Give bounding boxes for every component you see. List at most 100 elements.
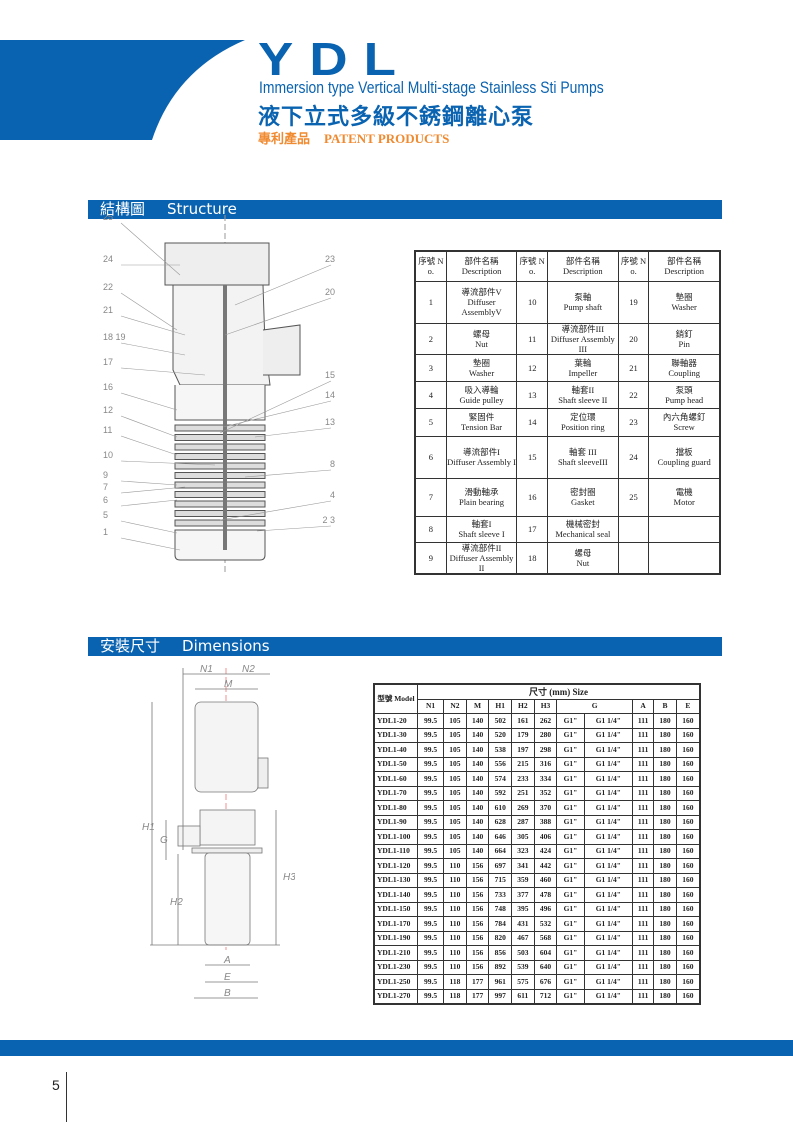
column-header-a: A [632,698,655,714]
part-name-zh: 墊圈 [675,292,693,302]
value-cell: 99.5 [416,858,445,874]
value-cell: 359 [511,872,535,888]
column-header-n2: N2 [443,698,467,714]
value-cell: 395 [511,901,535,917]
part-name-zh: 緊固件 [468,412,495,422]
pump-stage [174,462,266,470]
value-cell: 111 [632,727,655,743]
header-blue-swoosh [0,40,245,140]
value-cell: 99.5 [416,800,445,816]
structure-heading-en: Structure [167,200,237,218]
callout-leader [120,292,178,331]
value-cell: 160 [675,742,701,758]
callout-leader [120,415,178,438]
part-number: 11 [516,322,549,355]
part-number: 10 [516,280,549,324]
empty-cell [617,515,650,543]
value-cell: 140 [465,756,490,772]
value-cell: G1" [556,988,585,1005]
value-cell: 733 [488,887,513,903]
value-cell: 111 [632,930,655,946]
value-cell: G1" [556,713,585,729]
value-cell: 111 [632,785,655,801]
value-cell: G1 1/4" [583,713,634,729]
callout-label: 18 19 [103,332,126,342]
value-cell: 892 [488,959,513,975]
part-name-en: Washer [671,302,697,312]
header-no: 序號 N o. [617,250,650,282]
value-cell: G1 1/4" [583,930,634,946]
value-cell: 140 [465,800,490,816]
value-cell: 305 [511,829,535,845]
model-cell: YDL1-20 [373,713,418,729]
part-name-zh: 泵頭 [675,384,693,395]
dimension-label-n1: N1 [200,664,213,675]
value-cell: 99.5 [416,713,445,729]
part-name-zh: 導流部件V [461,287,502,297]
value-cell: 105 [443,727,467,743]
value-cell: 180 [653,974,677,990]
value-cell: 140 [465,814,490,830]
value-cell: 520 [488,727,513,743]
footer-divider [66,1072,67,1122]
value-cell: 118 [443,974,467,990]
part-name-zh: 擋板 [675,447,693,457]
value-cell: 478 [533,887,558,903]
pump-stage [174,472,266,479]
value-cell: 574 [488,771,513,787]
value-cell: 377 [511,887,535,903]
value-cell: 180 [653,887,677,903]
value-cell: 111 [632,843,655,859]
column-header-n1: N1 [416,698,445,714]
value-cell: 156 [465,959,490,975]
callout-leader [120,367,206,376]
callout-leader [219,380,332,434]
value-cell: G1" [556,727,585,743]
part-number: 6 [414,435,447,479]
callout-leader [244,469,332,478]
dimension-label-e: E [224,972,231,983]
part-name-zh: 導流部件III [561,323,605,334]
model-cell: YDL1-270 [373,988,418,1005]
value-cell: 664 [488,843,513,859]
value-cell: 180 [653,858,677,874]
part-name-en: Position ring [561,422,605,432]
callout-label: 1 [103,527,108,537]
part-number: 18 [516,541,549,574]
pump-stage [174,510,266,517]
part-number: 5 [414,407,447,437]
value-cell: 99.5 [416,930,445,946]
value-cell: 160 [675,959,701,975]
dimension-label-n2: N2 [242,664,255,675]
model-cell: YDL1-90 [373,814,418,830]
callout-label: 9 [103,470,108,480]
callout-leader [219,500,332,521]
page-number: 5 [52,1077,60,1093]
callout-leader [234,264,332,306]
header-no: 序號 N o. [516,250,549,282]
value-cell: 341 [511,858,535,874]
value-cell: 180 [653,901,677,917]
value-cell: 156 [465,887,490,903]
value-cell: 160 [675,945,701,961]
value-cell: 388 [533,814,558,830]
value-cell: G1" [556,916,585,932]
value-cell: G1" [556,959,585,975]
part-name-en: Shaft sleeve I [458,529,505,539]
empty-cell [648,515,721,543]
value-cell: 592 [488,785,513,801]
part-name-en: Gasket [571,497,595,507]
part-name-en: Coupling guard [657,457,711,467]
part-name-en: Nut [475,338,488,349]
